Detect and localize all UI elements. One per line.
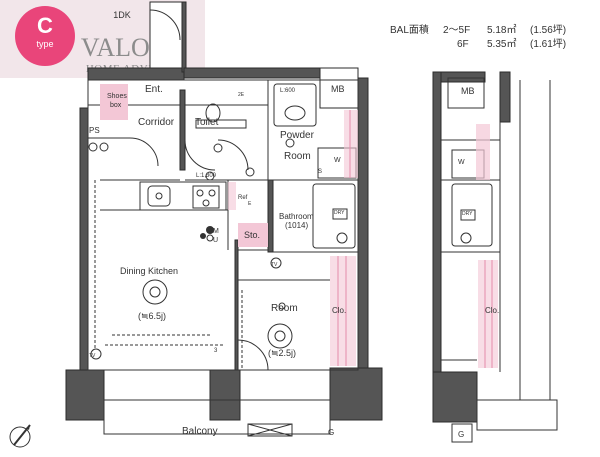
label-bathroom: Bathroom (279, 212, 314, 221)
logo-badge-type: type (36, 39, 53, 49)
label-room: Room (271, 303, 298, 314)
label-tv2: TV (271, 262, 278, 268)
label-3: 3 (214, 348, 218, 354)
label-2e: 2E (238, 92, 245, 98)
main-accents (100, 84, 358, 366)
label-m: M (213, 228, 219, 235)
label-u: U (213, 237, 218, 244)
label-shoes-box: box (110, 102, 122, 109)
symbols (88, 142, 286, 360)
area-tsubo-1: (1.56坪) (530, 23, 566, 36)
main-interior (87, 9, 359, 437)
label-w: W (334, 157, 341, 164)
label-closet: Clo. (332, 306, 346, 315)
label-g: G (328, 428, 334, 437)
label-bathroom-size: (1014) (285, 221, 308, 230)
label-dry: DRY (334, 210, 345, 216)
label-ps: PS (89, 126, 100, 135)
label-ent: Ent. (145, 84, 163, 95)
area-value-1: 5.18㎡ (487, 24, 516, 36)
area-floors-1: 2〜5F (443, 25, 470, 36)
label-l600: L:600 (280, 88, 296, 94)
label-powder-room: Room (284, 151, 311, 162)
logo-badge-letter: C (37, 13, 53, 38)
label-l1300: L:1,300 (196, 173, 217, 179)
label-dry2: DRY (462, 211, 473, 217)
label-corridor: Corridor (138, 117, 175, 128)
label-e: E (248, 201, 252, 207)
area-info: BAL面積 2〜5F 5.18㎡ (1.56坪) 6F 5.35㎡ (1.61坪… (390, 23, 566, 50)
main-labels: Ent. Shoes box Corridor Toilet Powder Ro… (89, 84, 346, 437)
label-g2: G (458, 430, 464, 439)
label-dining-kitchen: Dining Kitchen (120, 266, 178, 276)
label-balcony: Balcony (182, 426, 218, 437)
logo-badge-icon (15, 6, 75, 66)
label-mb: MB (331, 84, 345, 94)
plan-type-label: 1DK (113, 10, 131, 20)
label-storage: Sto. (244, 230, 260, 240)
secondary-plan: MB W DRY Clo. G (432, 71, 558, 443)
label-dining-size: (≒6.5j) (138, 311, 166, 321)
label-tv: TV (89, 353, 96, 359)
label-ref: Ref (238, 195, 248, 201)
area-tsubo-2: (1.61坪) (530, 37, 566, 50)
label-toilet: Toilet (195, 117, 219, 128)
label-room-size: (≒2.5j) (268, 348, 296, 358)
area-value-2: 5.35㎡ (487, 38, 516, 50)
north-arrow-icon (9, 424, 31, 448)
area-label: BAL面積 (390, 23, 429, 36)
label-s: S (318, 169, 322, 175)
label-w2: W (458, 159, 465, 166)
area-floors-2: 6F (457, 39, 469, 50)
label-mb2: MB (461, 86, 475, 96)
meter-icon (206, 226, 214, 234)
label-shoes: Shoes (107, 93, 127, 100)
label-powder: Powder (280, 130, 315, 141)
label-closet-2: Clo. (485, 306, 499, 315)
